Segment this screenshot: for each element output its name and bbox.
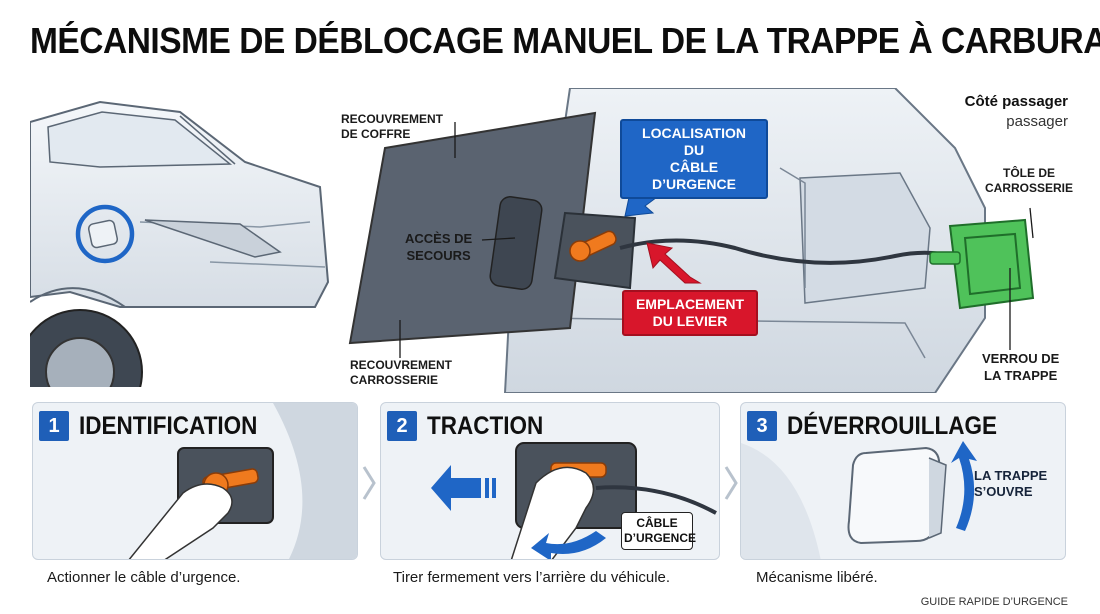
- step-3-illustration: [741, 441, 977, 559]
- side-indicator: Côté passager passager: [965, 92, 1068, 132]
- step-3-title: DÉVERROUILLAGE: [787, 412, 998, 440]
- chevron-right-icon: [362, 466, 376, 500]
- side-main-label: Côté passager: [964, 93, 1068, 110]
- fuel-flap-green: [929, 218, 1035, 310]
- car-side-illustration: [30, 100, 330, 387]
- step-1-illustration: [128, 403, 357, 559]
- step-1-caption: Actionner le câble d’urgence.: [47, 569, 241, 586]
- page-title: MÉCANISME DE DÉBLOCAGE MANUEL DE LA TRAP…: [30, 20, 1100, 61]
- step-2-number: 2: [387, 411, 417, 441]
- step-3-number: 3: [747, 411, 777, 441]
- step-1-number: 1: [39, 411, 69, 441]
- step-2-caption: Tirer fermement vers l’arrière du véhicu…: [393, 569, 671, 586]
- step-2-title: TRACTION: [427, 412, 544, 440]
- step-3-caption: Mécanisme libéré.: [756, 569, 878, 586]
- side-sub-label: passager: [1006, 113, 1068, 130]
- fuel-flap-circle-icon: [75, 204, 135, 264]
- step-panel-1: 1 IDENTIFICATION: [32, 402, 358, 560]
- chevron-right-icon: [724, 466, 738, 500]
- lever-handle-icon: [569, 230, 617, 262]
- step-1-title: IDENTIFICATION: [79, 412, 258, 440]
- step-2-illustration: [431, 442, 717, 559]
- footer-guide: GUIDE RAPIDE D’URGENCE: [920, 596, 1068, 608]
- trunk-cover-panel: [348, 111, 597, 345]
- step-panel-3: 3 DÉVERROUILLAGE: [740, 402, 1066, 560]
- arrow-to-lever-icon: [646, 242, 702, 284]
- arrow-left-icon: [431, 465, 496, 511]
- arrow-up-curved-icon: [951, 441, 977, 531]
- arrow-curved-icon: [531, 531, 606, 559]
